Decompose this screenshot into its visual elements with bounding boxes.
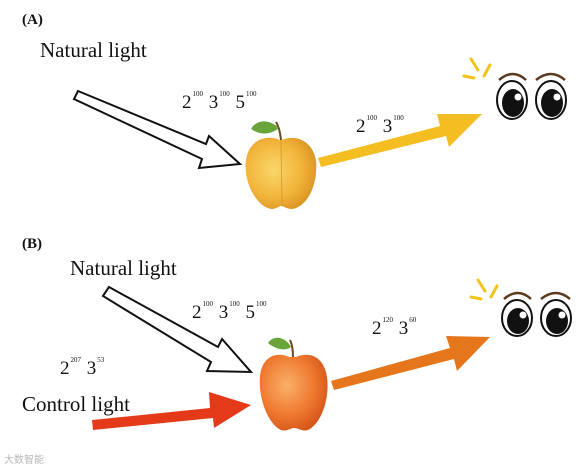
exponent: 53 bbox=[97, 356, 105, 364]
base: 3 bbox=[382, 116, 393, 137]
incoming-values-b: 2100 3100 5100 bbox=[192, 300, 268, 324]
apple-icon bbox=[259, 337, 328, 431]
exponent: 120 bbox=[382, 316, 394, 324]
natural-light-arrow-a bbox=[72, 89, 243, 170]
natural-light-label-b: Natural light bbox=[70, 256, 177, 280]
exponent: 100 bbox=[229, 300, 240, 308]
eyes-icon bbox=[469, 278, 572, 337]
exponent: 100 bbox=[393, 114, 404, 122]
natural-light-arrow-b bbox=[101, 285, 254, 374]
base: 5 bbox=[235, 92, 246, 113]
base: 3 bbox=[218, 302, 229, 323]
control-light-arrow bbox=[92, 392, 251, 430]
watermark: 大数智能 bbox=[4, 455, 44, 466]
eyes-icon bbox=[462, 57, 567, 120]
base: 3 bbox=[208, 92, 219, 113]
exponent: 100 bbox=[219, 90, 230, 98]
incoming-values-a: 2100 3100 5100 bbox=[182, 90, 258, 114]
panel-b bbox=[92, 278, 572, 431]
panel-a bbox=[72, 57, 567, 209]
control-values-b: 2207 353 bbox=[60, 356, 105, 380]
base: 3 bbox=[86, 358, 97, 379]
exponent: 100 bbox=[202, 300, 214, 308]
exponent: 100 bbox=[246, 90, 257, 98]
base: 2 bbox=[192, 302, 202, 323]
exponent: 100 bbox=[192, 90, 204, 98]
panel-a-label: (A) bbox=[22, 12, 43, 28]
base: 3 bbox=[398, 318, 409, 339]
exponent: 60 bbox=[409, 316, 417, 324]
natural-light-label-a: Natural light bbox=[40, 38, 147, 62]
reflected-light-arrow-a bbox=[318, 114, 482, 167]
exponent: 100 bbox=[256, 300, 267, 308]
control-light-label: Control light bbox=[22, 392, 130, 416]
outgoing-values-a: 2100 3100 bbox=[356, 114, 405, 138]
base: 2 bbox=[356, 116, 366, 137]
base: 2 bbox=[182, 92, 192, 113]
base: 2 bbox=[60, 358, 70, 379]
reflected-light-arrow-b bbox=[331, 336, 490, 390]
base: 5 bbox=[245, 302, 256, 323]
panel-b-label: (B) bbox=[22, 236, 42, 252]
apple-icon bbox=[245, 121, 317, 209]
exponent: 100 bbox=[366, 114, 378, 122]
outgoing-values-b: 2120 360 bbox=[372, 316, 417, 340]
base: 2 bbox=[372, 318, 382, 339]
exponent: 207 bbox=[70, 356, 82, 364]
